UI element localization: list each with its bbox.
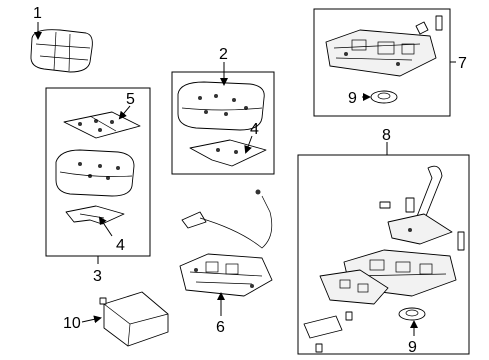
back-pad-group-2 bbox=[177, 81, 265, 131]
callout-9-upper: 9 bbox=[348, 90, 357, 107]
callout-3: 3 bbox=[93, 268, 102, 285]
callout-10: 10 bbox=[63, 315, 81, 332]
group-box-2 bbox=[171, 71, 275, 175]
cushion-pad-group-3 bbox=[55, 149, 135, 197]
callout-9-lower: 9 bbox=[408, 339, 417, 356]
seat-adjuster-part-7 bbox=[325, 15, 443, 77]
heater-mat-part-5 bbox=[63, 111, 141, 139]
motor-part-9-lower bbox=[398, 307, 426, 321]
callout-4-lower: 4 bbox=[116, 237, 125, 254]
leader-4-upper bbox=[244, 135, 253, 154]
seat-cushion-part-1 bbox=[30, 29, 93, 73]
callout-1: 1 bbox=[33, 5, 42, 22]
seat-frame-part-6 bbox=[179, 189, 273, 297]
callout-2: 2 bbox=[219, 46, 228, 63]
leader-5 bbox=[118, 105, 131, 120]
group-box-8 bbox=[297, 154, 470, 355]
cover-part-4-lower bbox=[65, 205, 125, 225]
callout-7: 7 bbox=[458, 55, 467, 72]
motor-part-9-upper bbox=[370, 90, 398, 104]
callout-6: 6 bbox=[216, 319, 225, 336]
callout-8: 8 bbox=[382, 127, 391, 144]
seat-adjuster-part-8 bbox=[303, 165, 465, 353]
control-module-part-10 bbox=[99, 291, 169, 347]
callout-5: 5 bbox=[126, 91, 135, 108]
callout-4-upper: 4 bbox=[250, 121, 259, 138]
leader-10 bbox=[81, 315, 102, 324]
leader-4-lower bbox=[98, 216, 113, 237]
cover-part-4-upper bbox=[189, 139, 267, 167]
